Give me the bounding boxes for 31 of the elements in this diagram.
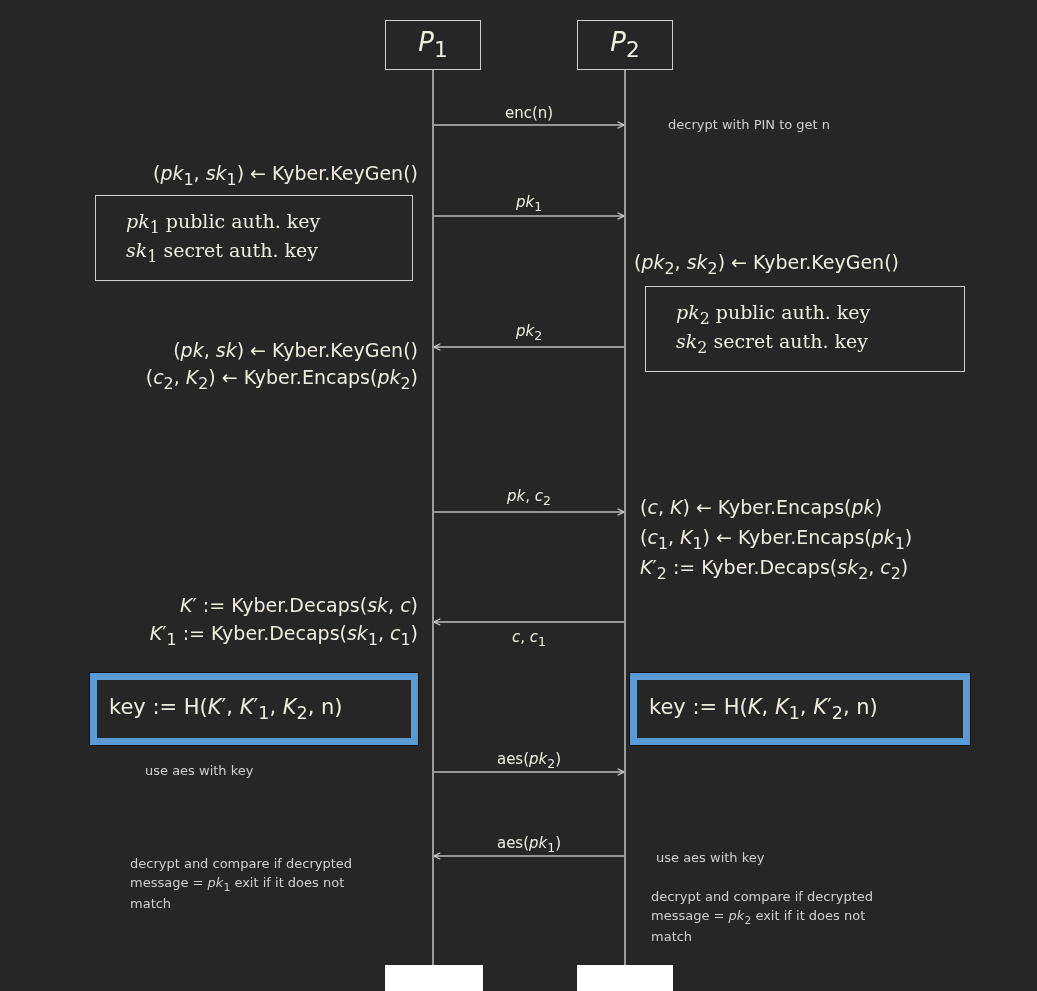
formula-text: (c$_{1}$, K$_{1}$) ← Kyber.Encaps(pk$_{1}$): [640, 526, 913, 553]
formula-text: (c, K) ← Kyber.Encaps(pk): [640, 496, 883, 518]
formula-text: K′$_{1}$ := Kyber.Decaps(sk$_{1}$, c$_{1}$): [149, 622, 418, 649]
formula-text: K′ := Kyber.Decaps(sk, c): [179, 594, 418, 616]
formula-text: (pk$_{1}$, sk$_{1}$) ← Kyber.KeyGen(): [153, 162, 418, 189]
lifeline-end-box: [385, 965, 483, 991]
message-arrow: [433, 343, 625, 351]
note-text: use aes with key: [656, 849, 765, 867]
message-arrow: [433, 768, 625, 776]
note-text: decrypt with PIN to get n: [668, 116, 831, 134]
formula-text: (c$_{2}$, K$_{2}$) ← Kyber.Encaps(pk$_{2}$): [145, 366, 418, 393]
formula-text: K′$_{2}$ := Kyber.Decaps(sk$_{2}$, c$_{2}$): [640, 556, 909, 583]
key-formula-box: key := H(K′, K′$_{1}$, K$_{2}$, n): [90, 673, 418, 745]
key-formula-box: key := H(K, K$_{1}$, K′$_{2}$, n): [630, 673, 970, 745]
formula-text: (pk$_{2}$, sk$_{2}$) ← Kyber.KeyGen(): [634, 251, 899, 278]
note-text: use aes with key: [145, 762, 254, 780]
lifeline: [624, 70, 626, 965]
key-table-box: pk$_{2}$ public auth. key sk$_{2}$ secret auth. key: [645, 286, 965, 372]
lifeline-end-box: [577, 965, 673, 991]
participant-box: P$_{2}$: [577, 20, 673, 70]
formula-text: (pk, sk) ← Kyber.KeyGen(): [173, 339, 418, 361]
note-text: decrypt and compare if decrypted message = pk$_{2}$ exit if it does not match: [651, 888, 875, 947]
message-arrow: [433, 618, 625, 626]
key-table-box: pk$_{1}$ public auth. key sk$_{1}$ secret auth. key: [95, 195, 413, 281]
message-arrow: [433, 212, 625, 220]
participant-box: P$_{1}$: [385, 20, 481, 70]
lifeline: [432, 70, 434, 965]
message-arrow: [433, 852, 625, 860]
message-arrow: [433, 508, 625, 516]
message-arrow: [433, 121, 625, 129]
note-text: decrypt and compare if decrypted message = pk$_{1}$ exit if it does not match: [130, 855, 354, 914]
